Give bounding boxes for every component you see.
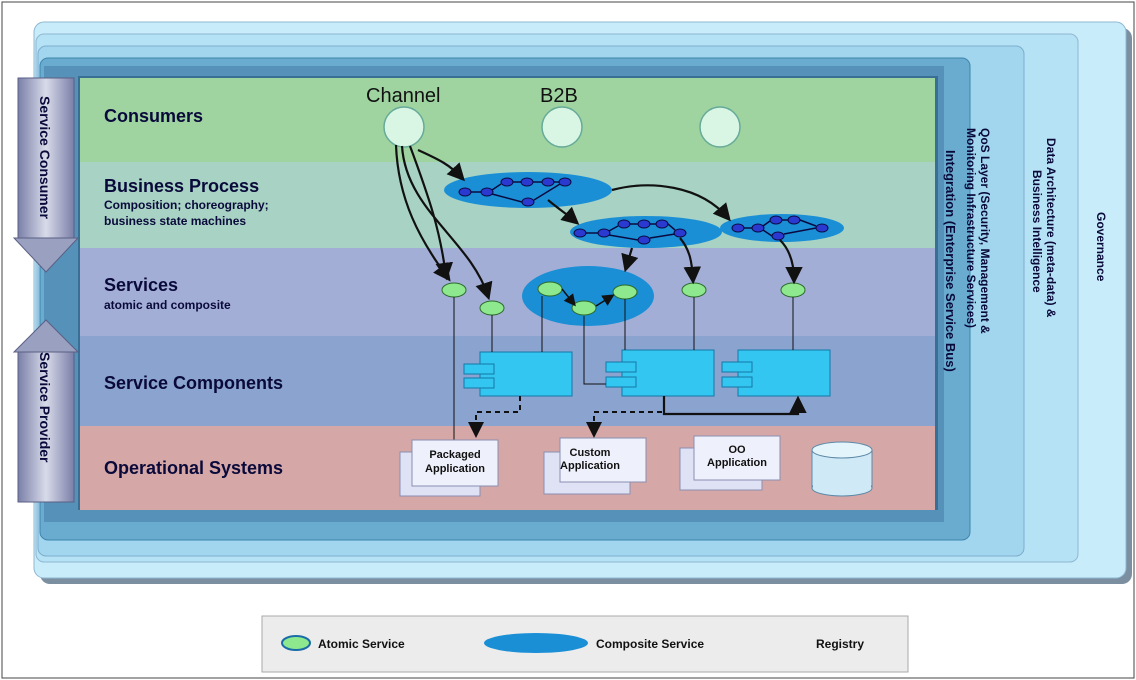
layer-operational-systems [80,426,935,510]
service-component-2 [605,349,715,397]
channel-label: Channel [366,85,441,107]
legend-registry-label: Registry [816,637,864,651]
atomic-services [441,281,806,316]
oo-app-label-2: Application [707,457,767,469]
legend: Atomic Service Composite Service Registr… [261,615,909,673]
dashed-connectors [468,396,665,438]
data-label-1: Data Architecture (meta-data) & [1044,138,1058,318]
b2b-consumer [541,106,583,148]
custom-app-label-2: Application [560,460,620,472]
b2b-label: B2B [540,85,578,107]
legend-composite-symbol [484,633,588,653]
services-sub: atomic and composite [104,298,231,312]
service-consumer-arrow [12,77,80,273]
packaged-app-label-2: Application [425,463,485,475]
business-process-sub2: business state machines [104,214,246,228]
service-consumer-label: Service Consumer [37,96,53,219]
composite-process-3 [720,214,844,242]
process-edges [471,181,817,241]
legend-composite-label: Composite Service [596,637,704,651]
custom-app-label-1: Custom [570,447,611,459]
qos-label-1: QoS Layer (Security, Management & [978,128,992,334]
consumer-arrows [394,144,803,301]
composite-process-2 [570,216,722,248]
service-components-label: Service Components [104,373,283,393]
other-consumer [699,106,741,148]
legend-atomic-symbol [281,635,311,651]
governance-label: Governance [1094,212,1108,282]
layers [78,76,938,510]
oo-app-label-1: OO [728,444,746,456]
database-cylinder [811,441,873,497]
channel-consumer [383,106,425,148]
service-component-1 [463,351,573,397]
layer-consumers [80,78,935,162]
services-label: Services [104,275,178,295]
consumers-label: Consumers [104,106,203,126]
business-process-sub1: Composition; choreography; [104,198,269,212]
service-connectors [453,296,794,448]
solid-connector [662,395,807,416]
business-process-label: Business Process [104,176,259,196]
packaged-app-label-1: Packaged [429,449,480,461]
composite-service [522,266,654,326]
qos-label-2: Monitoring Infrastructure Services) [964,128,978,328]
composite-internal-arrows [561,288,615,307]
service-provider-label: Service Provider [37,352,53,463]
operational-systems-label: Operational Systems [104,458,283,478]
service-component-3 [721,349,831,397]
packaged-application [399,439,499,497]
custom-application [543,437,647,495]
data-label-2: Business Intelligence [1030,170,1044,293]
layer-services [80,248,935,336]
oo-application [679,435,781,491]
service-provider-arrow [12,319,80,503]
integration-label: Integration (Enterprise Service Bus) [943,150,958,372]
legend-atomic-label: Atomic Service [318,637,405,651]
